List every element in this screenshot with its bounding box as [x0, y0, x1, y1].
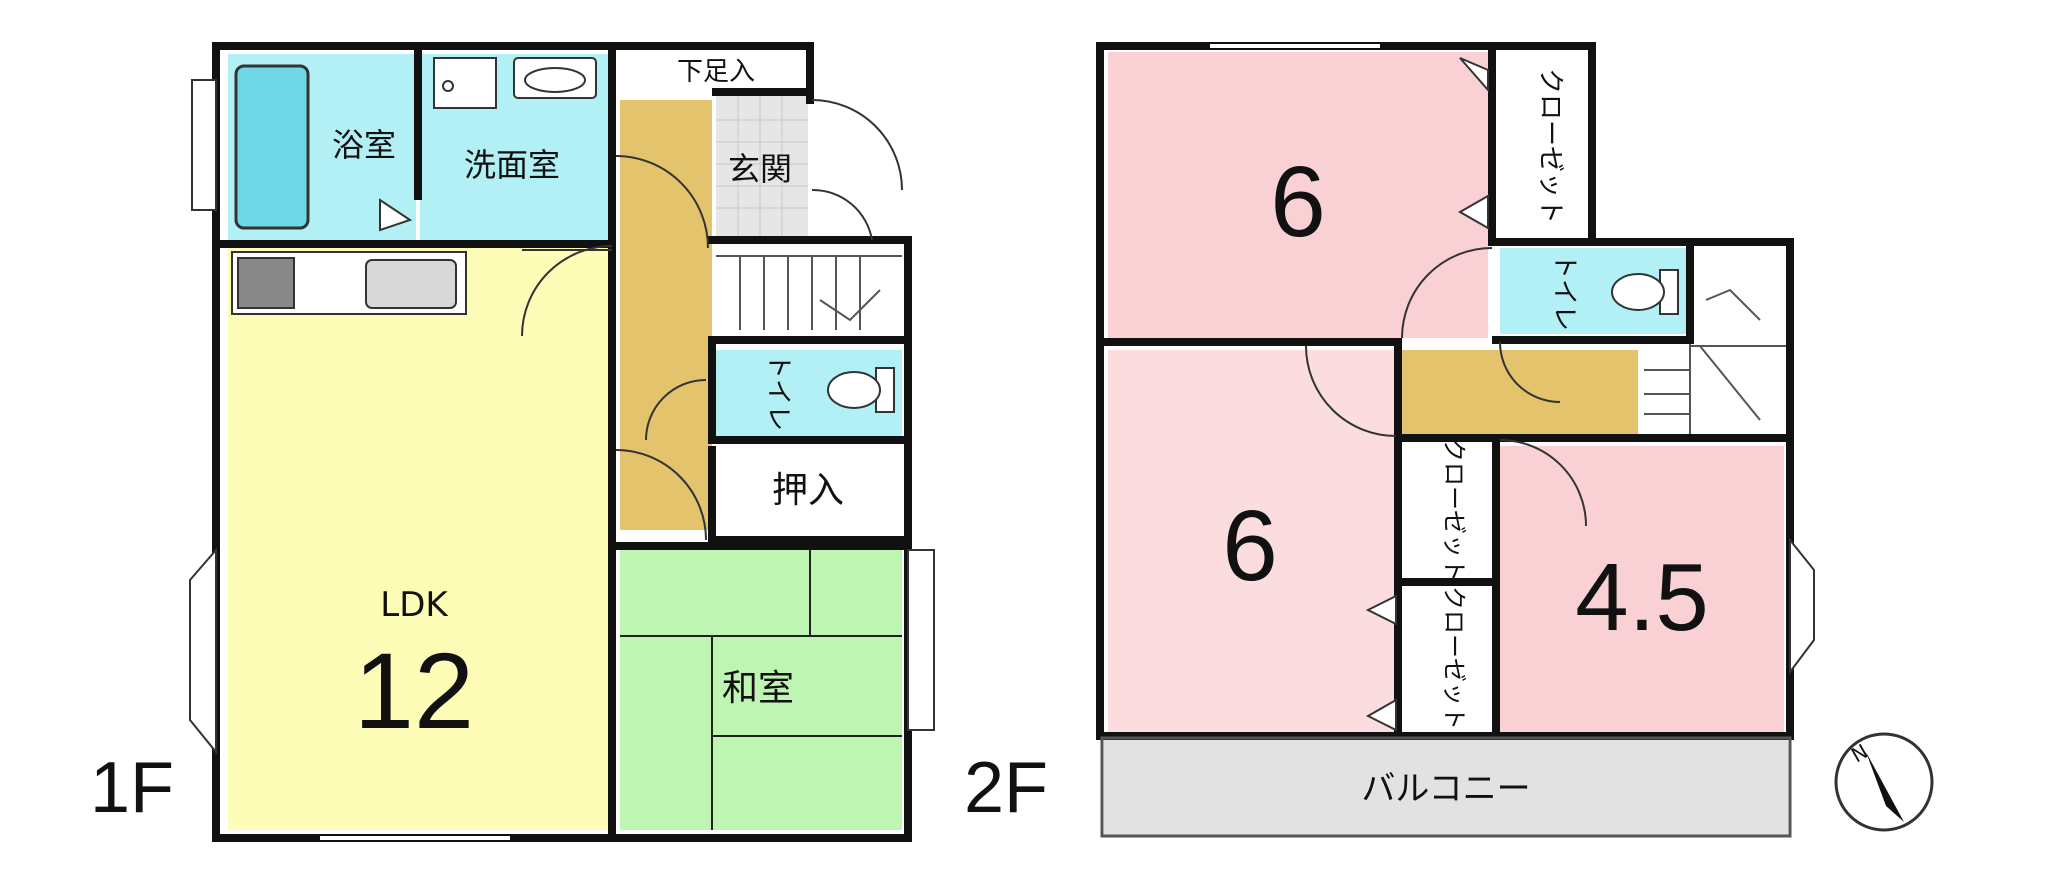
bath-label: 浴室: [332, 126, 396, 164]
kitchen-sink: [365, 259, 457, 309]
bedroom-b-size: 6: [1222, 490, 1278, 602]
ldk-label: LDK: [380, 585, 449, 625]
bedroom-a-size: 6: [1270, 146, 1326, 258]
bedroom-c-size: 4.5: [1575, 544, 1708, 651]
bathtub: [234, 64, 310, 230]
balcony-label: バルコニー: [1361, 769, 1530, 809]
hall-2f-fill: [1402, 350, 1638, 434]
tatami-lines: [620, 546, 902, 830]
washroom-label: 洗面室: [464, 146, 560, 184]
closet-b-label: クローゼット: [1440, 438, 1468, 582]
japanese-room-label: 和室: [722, 668, 794, 709]
floor-1: 浴室 洗面室 下足入 玄関 トイレ 押入 LDK 12 和室 1F: [90, 42, 935, 842]
doors-1f: [379, 99, 903, 541]
oshiire-label: 押入: [772, 470, 844, 511]
compass-icon: N: [1834, 732, 1934, 832]
entrance-tile-grid: [716, 96, 808, 236]
ldk-size: 12: [354, 630, 474, 751]
stairs-1f: [716, 255, 902, 330]
bedroom-c-fill: [1500, 446, 1784, 732]
bedroom-b-fill: [1108, 350, 1394, 732]
floor-2-label: 2F: [964, 748, 1048, 828]
balcony-fill: [1104, 740, 1788, 836]
toilet-1f-fixture: [827, 367, 895, 413]
stove: [237, 257, 295, 309]
floor-1-label: 1F: [90, 748, 174, 828]
entrance-fill: [716, 96, 808, 236]
washing-machine: [433, 57, 497, 109]
bedroom-a-fill: [1108, 52, 1488, 338]
ldk-fill: [228, 248, 610, 830]
closet-a-fill: [1496, 52, 1588, 238]
toilet-2f-label: トイレ: [1549, 253, 1579, 331]
wash-basin-bowl: [524, 67, 586, 93]
closet-c-label: クローゼット: [1440, 586, 1468, 730]
balcony-rail: [1100, 736, 1792, 838]
windows-2f: [1210, 44, 1815, 675]
japanese-room-fill: [620, 546, 902, 830]
entrance-label: 玄関: [728, 150, 792, 188]
toilet-1f-label: トイレ: [763, 353, 793, 431]
windows-1f: [189, 79, 935, 840]
closet-a-label: クローゼット: [1535, 68, 1565, 224]
floor-2: 6 クローゼット トイレ 6 クローゼット クローゼット 4.5 バルコニー 2…: [964, 42, 1815, 838]
toilet-2f-fixture: [1611, 269, 1679, 315]
shoe-storage-label: 下足入: [677, 57, 755, 87]
doors-2f: [1305, 57, 1587, 732]
